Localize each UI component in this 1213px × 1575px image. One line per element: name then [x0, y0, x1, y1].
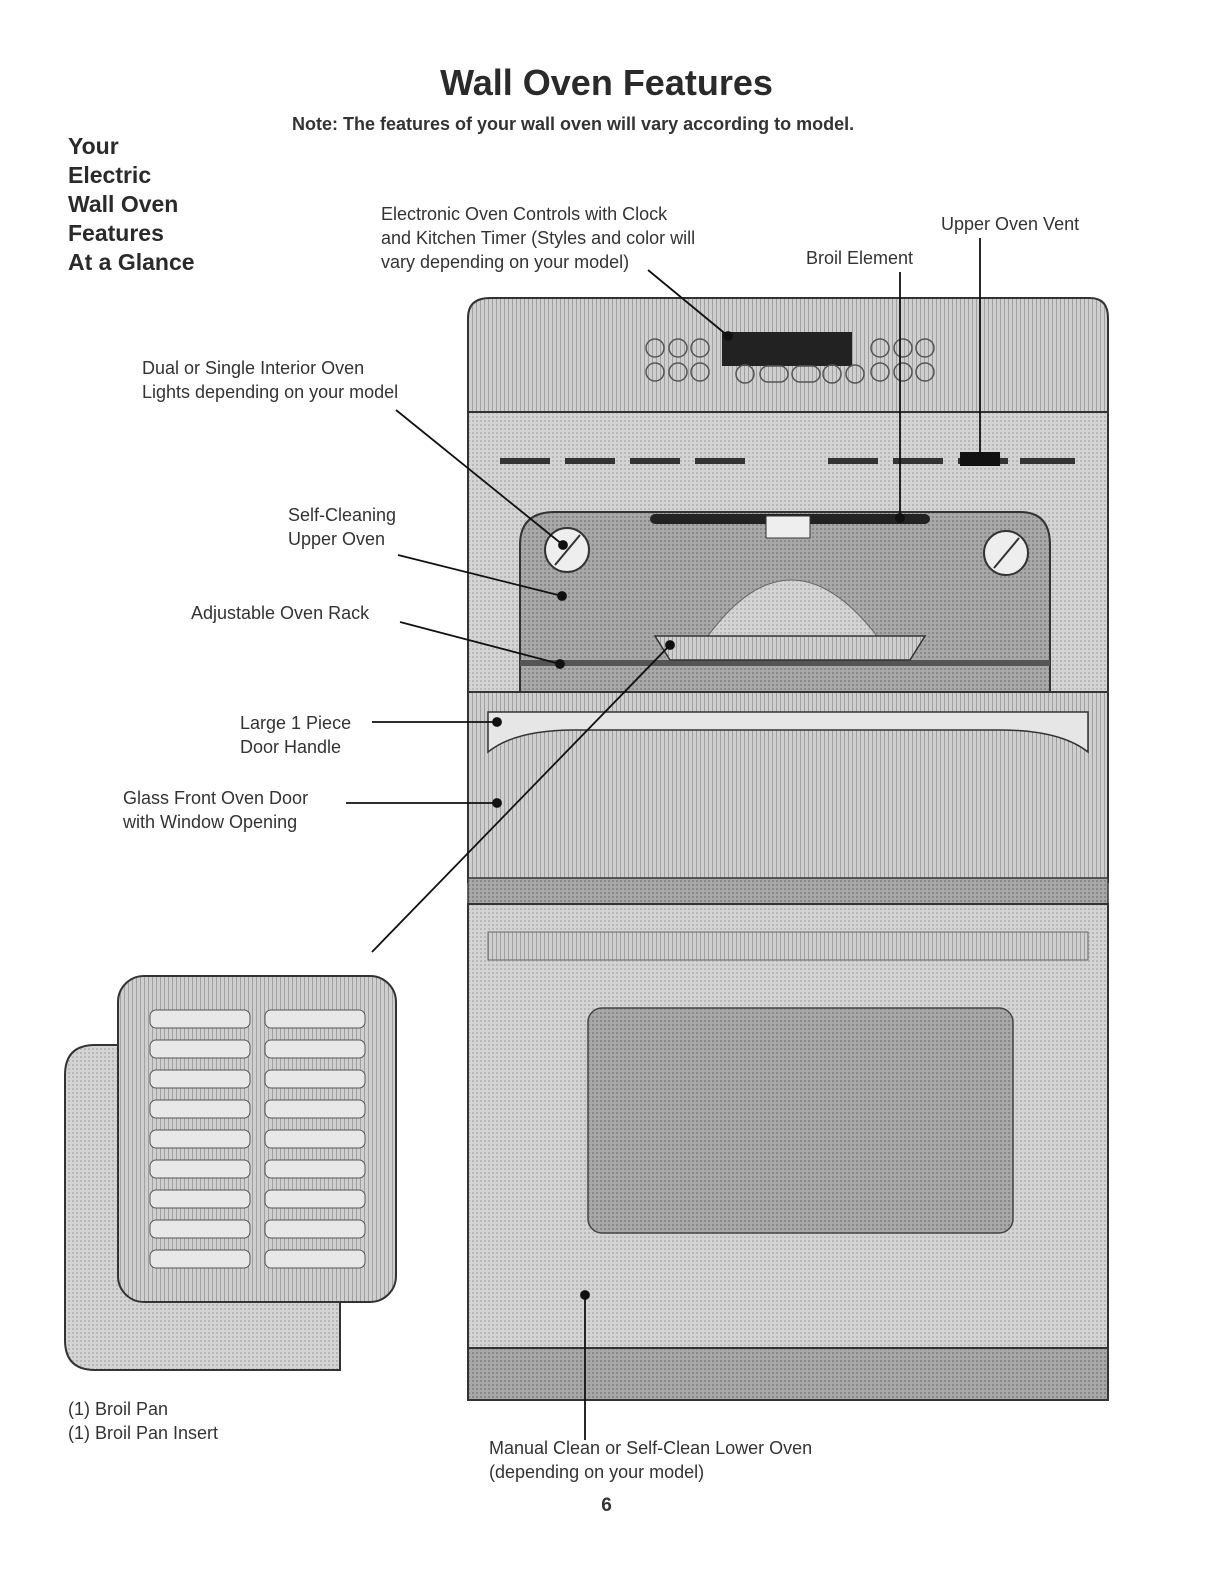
callout-handle: Large 1 Piece Door Handle — [240, 713, 352, 757]
door-handle — [487, 711, 1089, 754]
lower-oven-window — [587, 1007, 1014, 1234]
section-heading: Your Electric Wall Oven Features At a Gl… — [68, 133, 195, 275]
display-screen — [722, 332, 852, 366]
oven-rack — [520, 660, 1050, 666]
callout-broil-pan: (1) Broil Pan (1) Broil Pan Insert — [68, 1399, 219, 1443]
upper-door — [467, 691, 1109, 905]
callout-controls: Electronic Oven Controls with Clock and … — [381, 204, 696, 272]
control-panel — [467, 297, 1109, 413]
page-number: 6 — [601, 1495, 612, 1516]
upper-oven — [467, 411, 1109, 693]
model-note: Note: The features of your wall oven wil… — [292, 114, 855, 134]
callout-lights: Dual or Single Interior Oven Lights depe… — [142, 358, 399, 402]
broil-pan-illustration — [64, 975, 397, 1371]
lower-oven — [467, 903, 1109, 1401]
callout-glass-door: Glass Front Oven Door with Window Openin… — [123, 788, 309, 832]
callout-upper-vent: Upper Oven Vent — [941, 214, 1080, 234]
oven-light-left — [544, 527, 590, 573]
callout-self-cleaning: Self-Cleaning Upper Oven — [288, 505, 397, 549]
page-title: Wall Oven Features — [440, 62, 773, 103]
leader-lines — [346, 238, 985, 1440]
callout-broil-element: Broil Element — [806, 248, 914, 268]
oven-light-right — [983, 530, 1029, 576]
callout-lower-oven: Manual Clean or Self-Clean Lower Oven (d… — [489, 1438, 813, 1482]
callout-rack: Adjustable Oven Rack — [191, 603, 370, 623]
